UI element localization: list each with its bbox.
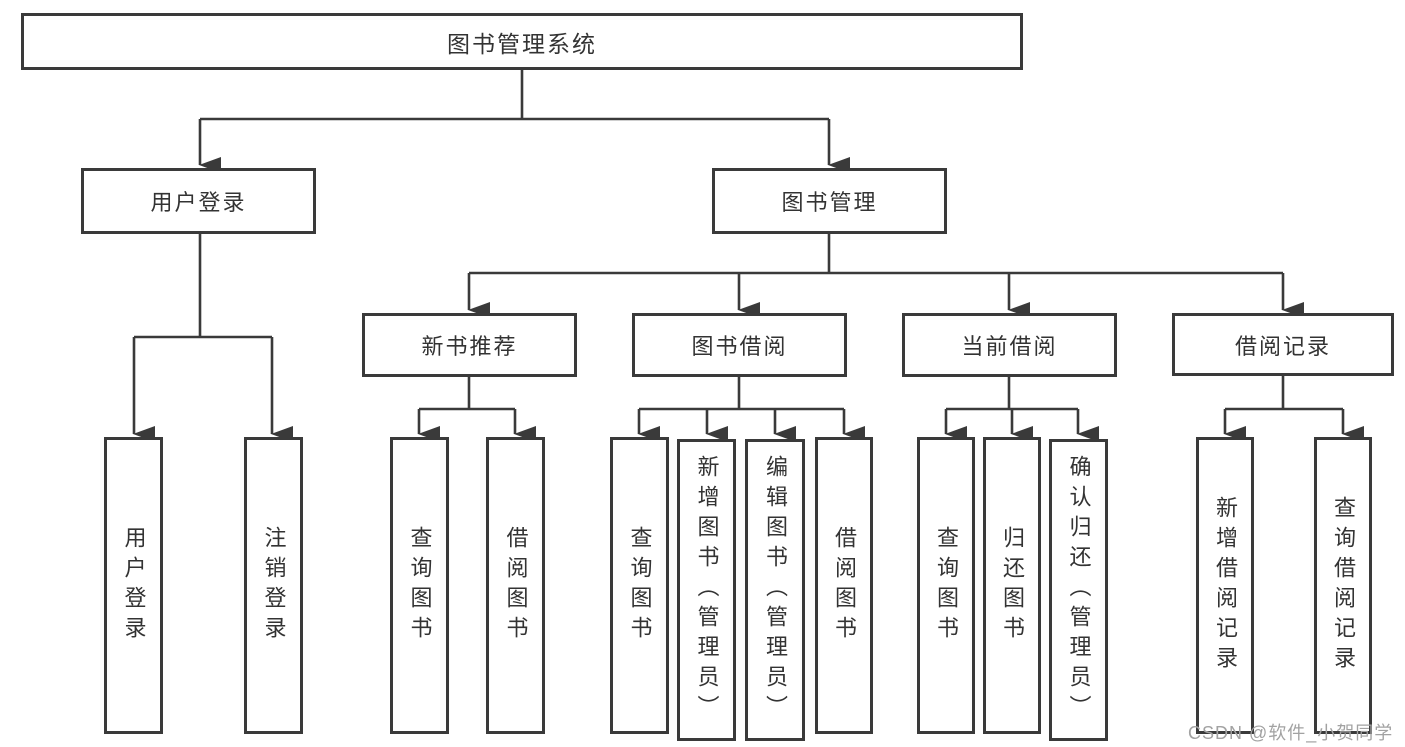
node-book-management: 图书管理: [712, 168, 947, 234]
connector-records-bar: [1225, 376, 1343, 411]
connector-newbook-bar: [419, 376, 515, 411]
leaf-current-return-label: 归还图书: [1000, 525, 1025, 646]
leaf-borrow-query: 查询图书: [610, 437, 669, 734]
leaf-borrow-edit-admin: 编辑图书（管理员）: [745, 439, 805, 741]
connector-root-bar: [200, 69, 829, 121]
node-new-book-recommend: 新书推荐: [362, 313, 577, 377]
leaf-current-confirm-admin-label: 确认归还（管理员）: [1066, 455, 1092, 725]
connector-current-bar: [946, 376, 1078, 411]
leaf-borrow-add-admin: 新增图书（管理员）: [677, 439, 736, 741]
leaf-records-add-label: 新增借阅记录: [1213, 495, 1238, 676]
node-current-borrowing-label: 当前借阅: [961, 334, 1058, 359]
watermark: CSDN @软件_小贺同学: [1188, 723, 1394, 743]
leaf-borrow-book: 借阅图书: [815, 437, 873, 734]
leaf-records-query: 查询借阅记录: [1314, 437, 1372, 734]
connector-mgmt-bar: [469, 233, 1283, 275]
leaf-user-login-label: 用户登录: [121, 525, 147, 646]
node-user-login: 用户登录: [81, 168, 316, 234]
leaf-user-login: 用户登录: [104, 437, 163, 734]
leaf-borrow-book-label: 借阅图书: [832, 525, 857, 646]
leaf-records-query-label: 查询借阅记录: [1331, 495, 1356, 676]
leaf-logout-label: 注销登录: [261, 525, 287, 646]
connector-borrow-bar: [639, 376, 844, 411]
leaf-newbook-query-label: 查询图书: [407, 525, 433, 646]
node-new-book-recommend-label: 新书推荐: [421, 334, 518, 359]
node-book-management-label: 图书管理: [781, 190, 878, 215]
leaf-borrow-query-label: 查询图书: [627, 525, 653, 646]
leaf-borrow-add-admin-label: 新增图书（管理员）: [694, 455, 720, 725]
leaf-logout: 注销登录: [244, 437, 303, 734]
leaf-newbook-borrow-label: 借阅图书: [503, 525, 529, 646]
leaf-records-add: 新增借阅记录: [1196, 437, 1254, 734]
node-user-login-label: 用户登录: [150, 190, 247, 215]
leaf-newbook-query: 查询图书: [390, 437, 449, 734]
node-book-borrowing-label: 图书借阅: [691, 334, 788, 359]
leaf-borrow-edit-admin-label: 编辑图书（管理员）: [763, 455, 788, 725]
leaf-newbook-borrow: 借阅图书: [486, 437, 545, 734]
node-borrowing-records: 借阅记录: [1172, 313, 1394, 376]
node-root-library-system: 图书管理系统: [21, 13, 1023, 70]
leaf-current-query-label: 查询图书: [934, 525, 959, 646]
node-borrowing-records-label: 借阅记录: [1234, 333, 1331, 359]
node-current-borrowing: 当前借阅: [902, 313, 1117, 377]
leaf-current-return: 归还图书: [983, 437, 1041, 734]
node-root-label: 图书管理系统: [447, 30, 597, 57]
connector-user-bar: [134, 233, 272, 339]
leaf-current-confirm-admin: 确认归还（管理员）: [1049, 439, 1108, 741]
leaf-current-query: 查询图书: [917, 437, 975, 734]
node-book-borrowing: 图书借阅: [632, 313, 847, 377]
